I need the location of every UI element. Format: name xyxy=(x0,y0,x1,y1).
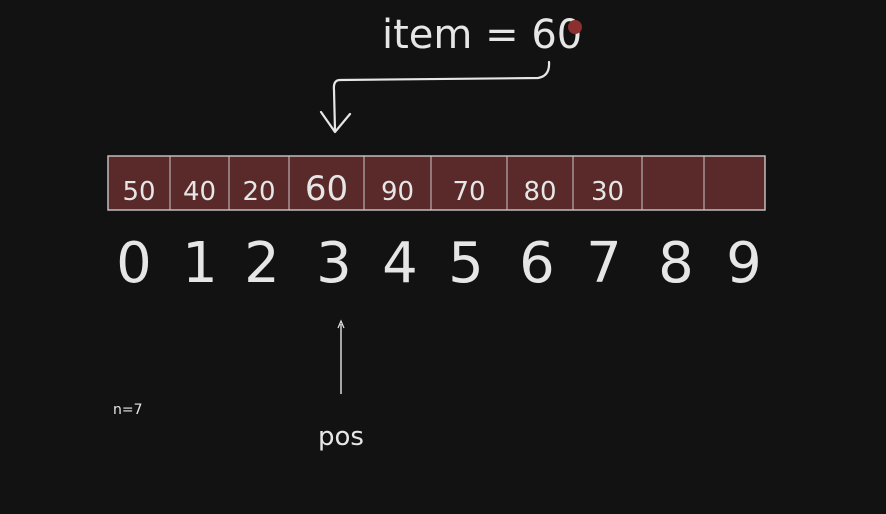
array-index-label: 2 xyxy=(244,231,280,296)
array-cell-value: 80 xyxy=(523,177,556,207)
array-index-label: 8 xyxy=(658,231,694,296)
array-cell-value: 60 xyxy=(305,169,348,209)
pos-pointer-arrow xyxy=(337,319,345,394)
item-label: item = 60 xyxy=(382,12,582,58)
pos-label: pos xyxy=(318,422,364,452)
size-label: n=7 xyxy=(113,402,143,418)
array-cell-value: 40 xyxy=(183,177,216,207)
array-cells: 50 40 20 60 90 70 80 30 xyxy=(107,155,766,211)
item-marker-dot xyxy=(568,20,582,34)
array-index-label: 7 xyxy=(586,231,622,296)
array-cell-value: 30 xyxy=(591,177,624,207)
array-cell-value: 50 xyxy=(122,177,155,207)
array-outline xyxy=(107,155,766,211)
array-index-label: 3 xyxy=(316,231,352,296)
array-index-label: 0 xyxy=(116,231,152,296)
array-index-label: 4 xyxy=(382,231,418,296)
array-index-label: 6 xyxy=(519,231,555,296)
array-cell-value: 20 xyxy=(242,177,275,207)
array-index-label: 9 xyxy=(726,231,762,296)
array-index-label: 1 xyxy=(182,231,218,296)
array-cell-value: 90 xyxy=(381,177,414,207)
insert-pointer-arrow xyxy=(319,60,551,134)
array-index-label: 5 xyxy=(448,231,484,296)
array-cell-value: 70 xyxy=(452,177,485,207)
